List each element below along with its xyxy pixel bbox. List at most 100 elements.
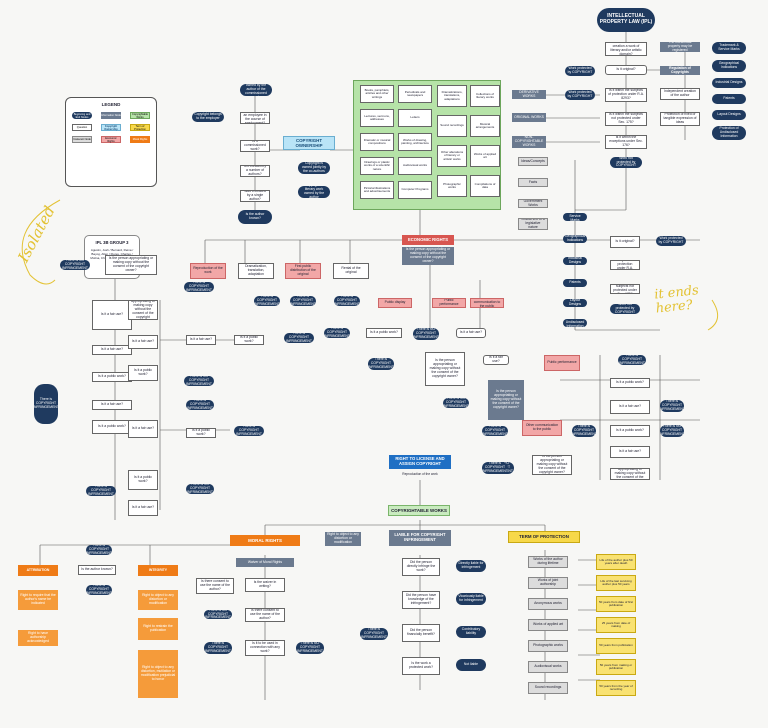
economic-question: Is it a public work? (186, 428, 216, 438)
infringement-node: There is COPYRIGHT INFRINGEMENT (86, 585, 112, 595)
ipl-subject: Trademark & Service Marks (563, 213, 587, 221)
economic-rights-heading: ECONOMIC RIGHTS (402, 235, 454, 245)
ipl-question-5: Is it within the exceptions under Sec. 1… (605, 135, 647, 149)
waiver-result: There is NO COPYRIGHT INFRINGEMENT (296, 642, 324, 654)
integrity-item: Right to restrain the publication (138, 618, 178, 640)
economic-question: Is it a public work? (92, 420, 132, 434)
ipl-question: Is it original? (610, 236, 640, 248)
economic-right-item: Public performance (432, 298, 466, 308)
ipl-category: Protection of Undisclosed Information (712, 126, 746, 140)
economic-right-item: First public distribution of the origina… (285, 263, 321, 279)
copyrightable-work-item: Letters (398, 109, 432, 127)
right-to-license-note: Reproduction of the work (402, 472, 438, 477)
ownership-note: Copyright is owned by the author of the … (240, 84, 272, 96)
copyrightable-work-item: Lectures, sermons, addresses (360, 109, 394, 127)
derivative-work-item: Compilations of data (470, 175, 500, 197)
infringement-node: There is COPYRIGHT INFRINGEMENT (368, 358, 394, 370)
term-duration: 50 years from making or publication (596, 659, 636, 675)
economic-question: Is it a fair use? (92, 300, 132, 330)
term-work-type: Photographic works (528, 640, 568, 652)
ownership-note: Copyright of literary work owned by the … (298, 186, 330, 198)
ipl-subject: Geographical Indications (563, 235, 587, 243)
no-infringement-node: There is NO COPYRIGHT INFRINGEMENT (660, 425, 684, 437)
infringement-node: There is COPYRIGHT INFRINGEMENT (254, 296, 280, 306)
economic-question: Is it a fair use? (128, 335, 158, 349)
copyrightable-work-item: Periodicals and newspapers (398, 85, 432, 103)
waiver-heading: Waiver of Moral Rights (236, 558, 294, 567)
term-duration: Life of the last surviving author plus 5… (596, 575, 636, 591)
economic-question: Is it a public work? (610, 378, 650, 388)
waiver-result: There is NO COPYRIGHT INFRINGEMENT (204, 610, 232, 619)
economic-question: Is the person appropriating or making co… (610, 468, 650, 480)
economic-question: Is the person appropriating or making co… (425, 352, 465, 386)
copyrightable-work-item: Drawings or plastic works of a scientifi… (360, 157, 394, 175)
waiver-question: Is there consent to use the name of the … (245, 608, 285, 622)
economic-pink-note: Other communication to the public (522, 420, 562, 436)
non-copyrightable-item: Ideas/Concepts (518, 157, 548, 166)
economic-question: Is the person appropriating or making co… (128, 300, 158, 320)
economic-rights-info: Is the person appropriating or making co… (402, 247, 454, 265)
legend-item: Economic Rights (101, 136, 121, 143)
infringement-node: There is COPYRIGHT INFRINGEMENT (284, 333, 314, 343)
copyrightable-works-heading: COPYRIGHTABLE WORKS (388, 505, 450, 516)
ipl-label: Independent creation of the author (660, 88, 700, 100)
work-not-protected-node: Work not protected by COPYRIGHT (610, 304, 640, 314)
liable-question: Did the person directly infringe the wor… (402, 558, 440, 576)
attribution-item: Right to require that the author's name … (18, 590, 58, 610)
economic-right-item: Reproduction of the work (190, 263, 226, 279)
liable-heading: LIABLE FOR COPYRIGHT INFRINGEMENT (389, 530, 451, 546)
copyrightable-work-item: Dramatic or musical compositions (360, 133, 394, 151)
infringement-node: There is COPYRIGHT INFRINGEMENT (660, 400, 684, 412)
derivative-work-item: Works of applied art (470, 145, 500, 167)
copyrightable-work-item: Audiovisual works (398, 157, 432, 175)
ipl-question-4: Is it within the subjects not protected … (605, 112, 647, 126)
liable-question: Did the person financially benefit? (402, 624, 440, 642)
non-copyrightable-item: Official text of a legislative nature (518, 218, 548, 230)
economic-question: Is it a public work? (128, 470, 158, 490)
no-infringement-node: There is NO COPYRIGHT INFRINGEMENT (443, 398, 469, 408)
liable-result: Vicariously liable for infringement (456, 593, 486, 605)
no-infringement-node: There is NO COPYRIGHT INFRINGEMENT (60, 260, 90, 270)
copyrightable-work-item: Works of drawing, painting, architecture (398, 133, 432, 151)
moral-rights-info: Right to object to any distortion or mod… (325, 532, 361, 546)
derivative-work-item: Other alterations of literary or artisti… (437, 145, 467, 167)
term-duration: Life of the author plus 50 years after d… (596, 554, 636, 570)
infringement-node: There is COPYRIGHT INFRINGEMENT (234, 426, 264, 436)
economic-question: Is it a fair use? (610, 446, 650, 458)
term-work-type: Anonymous works (528, 598, 568, 610)
ipl-label: Protection of fixed or tangible expressi… (660, 112, 700, 126)
term-work-type: Works of applied art (528, 619, 568, 631)
no-infringement-node: There is NO COPYRIGHT INFRINGEMENT (413, 328, 439, 340)
waiver-question: Is it to be used in connection with any … (245, 640, 285, 656)
economic-question: Is it a fair use? (610, 400, 650, 414)
ipl-question-3: Is it within the subjects of protection … (605, 88, 647, 102)
derivative-work-item: Collections of literary works (470, 85, 500, 107)
economic-question: Is the person appropriating or making co… (105, 255, 157, 275)
ipl-category: Geographical Indications (712, 60, 746, 72)
legend-item: Information Node (101, 112, 121, 119)
economic-question: Is it a fair use? (92, 345, 132, 355)
ipl-subject: Patents (563, 279, 587, 287)
moral-rights-heading: MORAL RIGHTS (230, 535, 300, 546)
legend-item: Irrelevant Node (72, 136, 92, 143)
infringement-node: There is COPYRIGHT INFRINGEMENT (618, 355, 646, 365)
ownership-note: Copyright is owned jointly by the co-aut… (298, 162, 330, 174)
infringement-node: There is COPYRIGHT INFRINGEMENT (184, 282, 214, 292)
derivative-work-item: Musical arrangements (470, 115, 500, 137)
economic-right-item: Rental of the original (333, 263, 369, 279)
infringement-node: There is COPYRIGHT INFRINGEMENT (324, 328, 350, 338)
ipl-question-2: Is it original? (605, 65, 647, 75)
non-copyrightable-item: Government Works (518, 199, 548, 208)
term-heading: TERM OF PROTECTION (508, 531, 580, 543)
copyright-ownership-heading: COPYRIGHT OWNERSHIP (283, 136, 335, 150)
moral-question: Is the author known? (78, 565, 116, 575)
infringement-node: There is COPYRIGHT INFRINGEMENT (34, 384, 58, 424)
ipl-label: The intellectual property may be registe… (660, 42, 700, 52)
ipl-question-1: Is the intellectual creation a work of l… (605, 42, 647, 56)
ipl-category: Industrial Designs (712, 78, 746, 88)
no-infringement-node: There is NO COPYRIGHT INFRINGEMENT (186, 484, 214, 494)
economic-right-item: Public display (378, 298, 412, 308)
ipl-category: Trademark & Service Marks (712, 42, 746, 54)
derivative-work-item: Photographic works (437, 175, 467, 197)
waiver-result: There is COPYRIGHT INFRINGEMENT (204, 642, 232, 654)
